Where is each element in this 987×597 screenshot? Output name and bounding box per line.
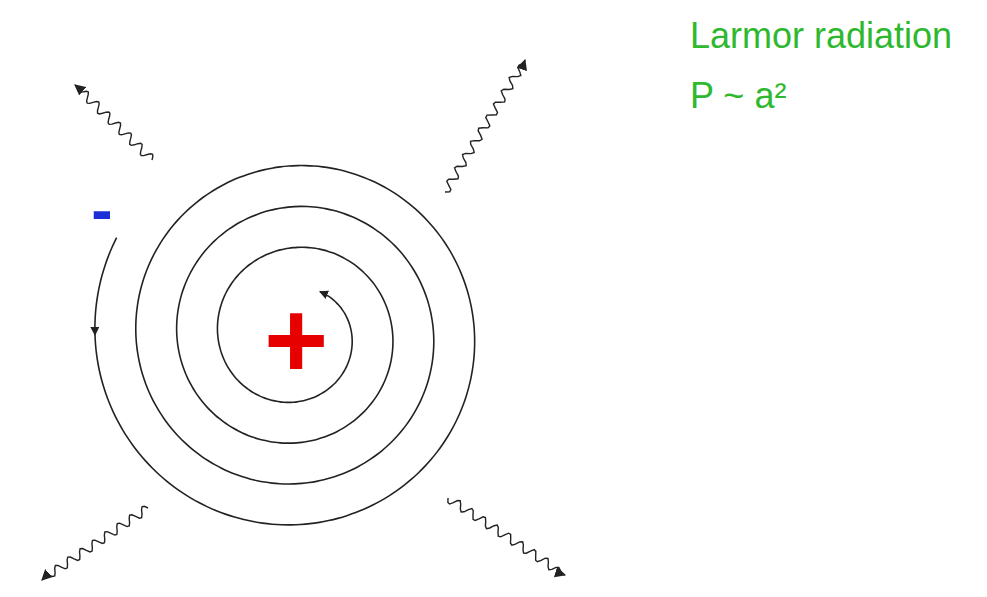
radiation-wave <box>42 506 148 580</box>
orbit-arrow <box>95 238 117 335</box>
title-text: Larmor radiation <box>690 18 952 54</box>
radiation-wave <box>445 60 525 192</box>
negative-charge: - <box>91 178 112 242</box>
spiral-orbit <box>95 166 475 525</box>
positive-charge: + <box>264 285 328 395</box>
formula-text: P ~ a² <box>690 78 786 114</box>
radiation-wave <box>75 85 153 160</box>
radiation-wave <box>448 498 565 575</box>
